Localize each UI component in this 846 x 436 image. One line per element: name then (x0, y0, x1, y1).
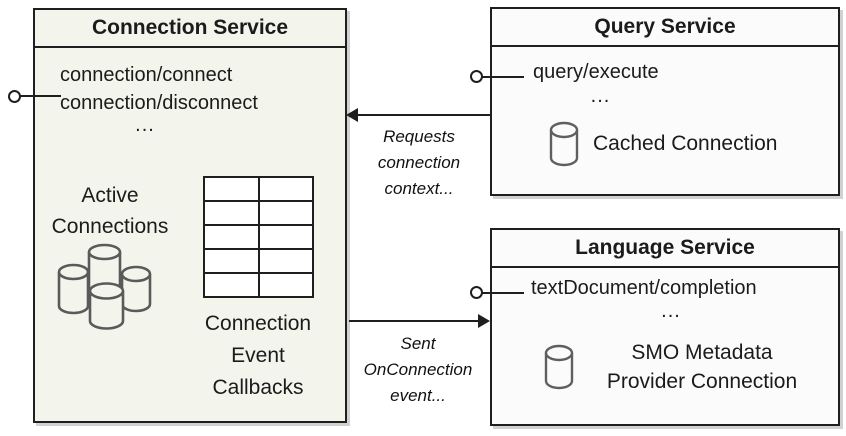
database-icon (549, 121, 579, 167)
arrow-head-left-icon (346, 108, 358, 122)
method-textdocument-completion: textDocument/completion (531, 277, 757, 299)
table-cell (259, 202, 312, 224)
connection-event-callbacks-label: Connection Event Callbacks (204, 312, 312, 399)
table-cell (205, 178, 258, 200)
methods-ellipsis: ... (661, 300, 681, 322)
sent-event-arrow-line (349, 320, 479, 322)
table-cell (259, 226, 312, 248)
requests-context-arrow-line (357, 114, 490, 116)
method-connection-disconnect: connection/disconnect (60, 92, 258, 114)
query-service-title: Query Service (492, 9, 838, 47)
query-service-box: Query Service query/execute ... Cached C… (490, 7, 840, 196)
active-connections-label: Active Connections (51, 184, 169, 238)
methods-ellipsis: ... (590, 85, 611, 107)
lollipop-interface-icon (8, 90, 21, 103)
language-service-box: Language Service textDocument/completion… (490, 228, 840, 426)
table-cell (259, 178, 312, 200)
method-connection-connect: connection/connect (60, 64, 233, 86)
table-cell (205, 274, 258, 296)
interface-connector-line (19, 95, 61, 97)
method-query-execute: query/execute (533, 61, 659, 83)
table-cell (205, 226, 258, 248)
database-cluster-icon (57, 243, 152, 330)
cached-connection-row: Cached Connection (549, 120, 777, 168)
methods-ellipsis: ... (135, 114, 155, 136)
table-cell (259, 274, 312, 296)
arrow-head-right-icon (478, 314, 490, 328)
table-grid-icon (203, 176, 314, 298)
table-cell (259, 250, 312, 272)
sent-event-arrow-label: Sent OnConnection event... (363, 334, 473, 405)
connection-service-box: Connection Service connection/connect co… (33, 8, 347, 423)
connection-service-title: Connection Service (35, 10, 345, 48)
database-icon (544, 344, 574, 390)
interface-connector-line (482, 292, 524, 294)
lollipop-interface-icon (470, 286, 483, 299)
table-cell (205, 250, 258, 272)
lollipop-interface-icon (470, 70, 483, 83)
cached-connection-label: Cached Connection (593, 132, 778, 155)
smo-connection-row: SMO Metadata Provider Connection (544, 341, 816, 393)
table-cell (205, 202, 258, 224)
interface-connector-line (482, 76, 524, 78)
language-service-title: Language Service (492, 230, 838, 268)
requests-context-arrow-label: Requests connection context... (377, 127, 461, 198)
smo-metadata-provider-connection-label: SMO Metadata Provider Connection (606, 341, 798, 393)
